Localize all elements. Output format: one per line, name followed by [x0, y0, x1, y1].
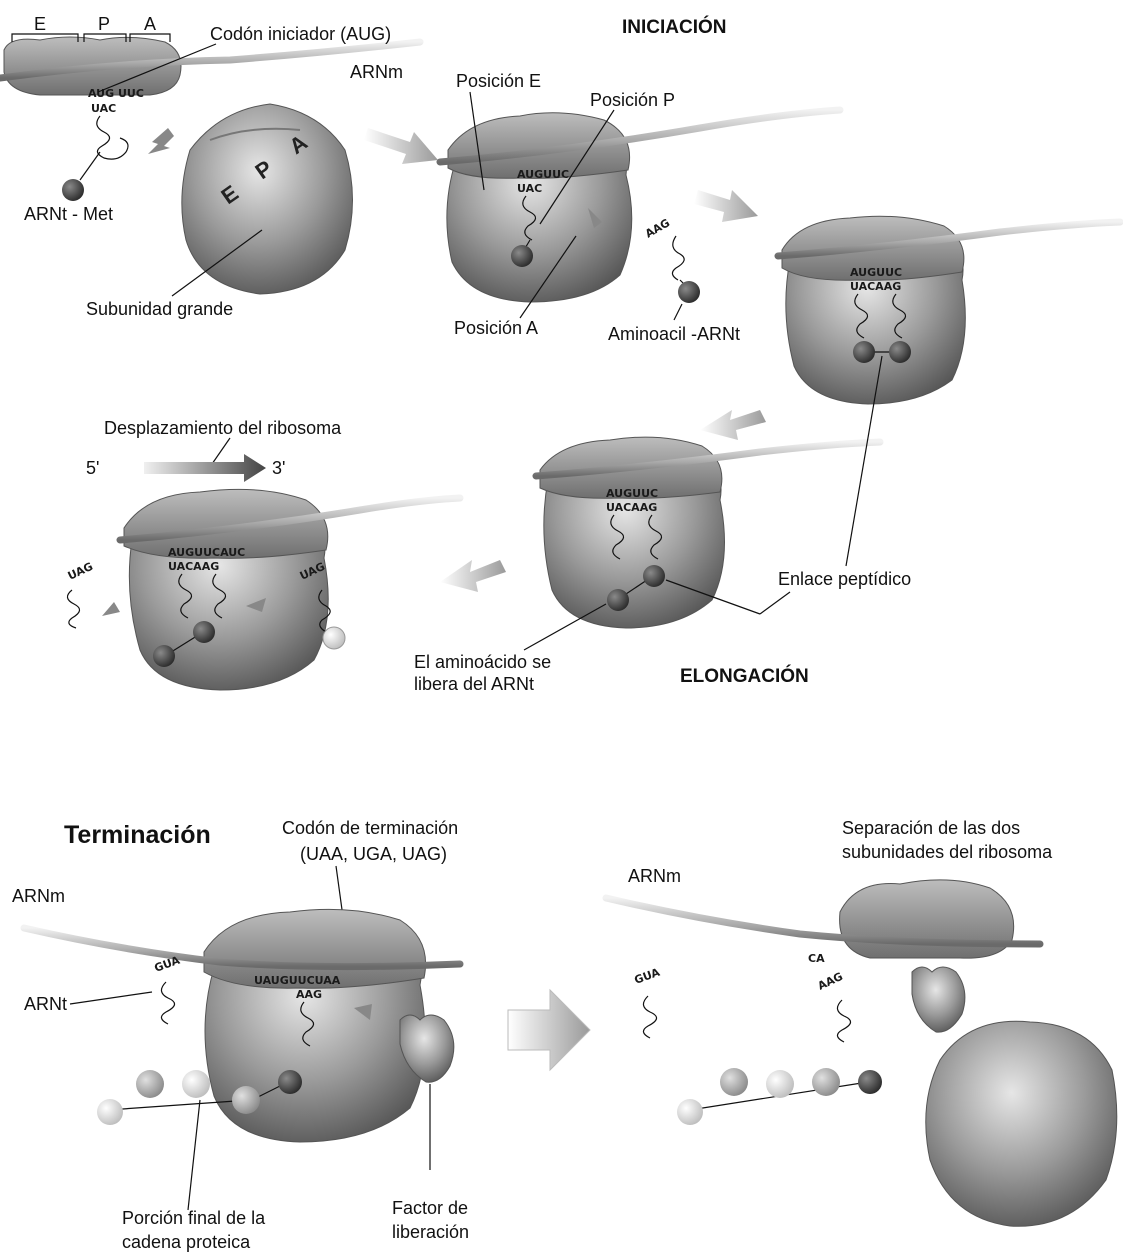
site-label-p: P [98, 14, 110, 34]
svg-text:UAG: UAG [66, 560, 95, 583]
r2-anticodon: UAC [517, 182, 542, 195]
svg-text:AUGUUC: AUGUUC [850, 266, 902, 279]
start-codon-label: Codón iniciador (AUG) [210, 24, 391, 44]
site-e-label: Posición E [456, 71, 541, 91]
free-trna-termination: GUA [153, 953, 182, 1024]
termination-arrow [508, 990, 590, 1070]
assembly-arrow [148, 128, 174, 154]
flow-arrow-4 [440, 560, 506, 592]
r2-codons: AUGUUC [517, 168, 569, 181]
leaving-trna: UAG [66, 560, 95, 628]
termination-title: Terminación [64, 821, 211, 849]
separation-label-1: Separación de las dos [842, 818, 1020, 838]
large-subunit-label: Subunidad grande [86, 299, 233, 319]
flow-arrow-1 [364, 128, 438, 164]
stop-codon-label-2: (UAA, UGA, UAG) [300, 844, 447, 864]
codon-aug: AUG [88, 87, 114, 100]
svg-text:GUA: GUA [633, 965, 662, 986]
svg-text:AAG: AAG [643, 216, 672, 240]
svg-text:UACAAG: UACAAG [168, 560, 219, 573]
separation-label-2: subunidades del ribosoma [842, 842, 1053, 862]
ribosome-shift-label: Desplazamiento del ribosoma [104, 418, 342, 438]
svg-text:UACAAG: UACAAG [850, 280, 901, 293]
anticodon-uac: UAC [91, 102, 116, 115]
ribosome-initiation: AUGUUC UAC [440, 110, 840, 302]
stop-codon-label-1: Codón de terminación [282, 818, 458, 838]
aminoacyl-trna-label: Aminoacil -ARNt [608, 324, 740, 344]
svg-text:UACAAG: UACAAG [606, 501, 657, 514]
svg-text:AAG: AAG [816, 970, 845, 993]
flow-arrow-2 [694, 190, 758, 222]
elongation-title: ELONGACIÓN [680, 665, 809, 687]
chain-end-label-2: cadena proteica [122, 1232, 251, 1252]
ribosome-elongation-a: AUGUUC UACAAG [778, 216, 1120, 404]
release-factor-label-2: liberación [392, 1222, 469, 1242]
svg-text:UAUGUUCUAA: UAUGUUCUAA [254, 974, 341, 987]
trna-met-label: ARNt - Met [24, 204, 113, 224]
incoming-aminoacyl-trna: AAG [643, 216, 700, 303]
separated-trna: AAG [816, 970, 851, 1042]
flow-arrow-3 [700, 410, 766, 440]
aa-released-label-2: libera del ARNt [414, 674, 534, 694]
three-prime-label: 3' [272, 458, 285, 478]
site-label-e: E [34, 14, 46, 34]
ribosome-elongation-b: AUGUUC UACAAG [536, 437, 880, 628]
release-factor-label-1: Factor de [392, 1198, 468, 1218]
initiation-title: INICIACIÓN [622, 16, 727, 38]
svg-text:CA: CA [808, 952, 825, 965]
site-a-label: Posición A [454, 318, 538, 338]
separated-small-subunit: CA [606, 880, 1040, 965]
codon-next: UUC [118, 87, 144, 100]
separated-free-trna: GUA [633, 965, 662, 1038]
methionine-ball [62, 179, 84, 201]
trna-met-strand [97, 116, 128, 159]
five-prime-label: 5' [86, 458, 99, 478]
mrna-label-3: ARNm [628, 866, 681, 886]
mrna-label-1: ARNm [350, 62, 403, 82]
mrna-label-2: ARNm [12, 886, 65, 906]
aa-released-label-1: El aminoácido se [414, 652, 551, 672]
site-label-a: A [144, 14, 156, 34]
svg-text:AUGUUC: AUGUUC [606, 487, 658, 500]
ribosome-translocation: AUGUUCAUC UACAAG [102, 489, 460, 690]
peptide-bond-label: Enlace peptídico [778, 569, 911, 589]
large-subunit: E P A [182, 104, 353, 294]
svg-text:AUGUUCAUC: AUGUUCAUC [168, 546, 245, 559]
site-p-label: Posición P [590, 90, 675, 110]
separated-release-factor [912, 967, 965, 1032]
separated-large-subunit [926, 1021, 1117, 1226]
shift-arrow [144, 454, 266, 482]
trna-label: ARNt [24, 994, 67, 1014]
chain-end-label-1: Porción final de la [122, 1208, 266, 1228]
released-protein-chain [677, 1068, 882, 1125]
svg-text:AAG: AAG [296, 988, 322, 1001]
